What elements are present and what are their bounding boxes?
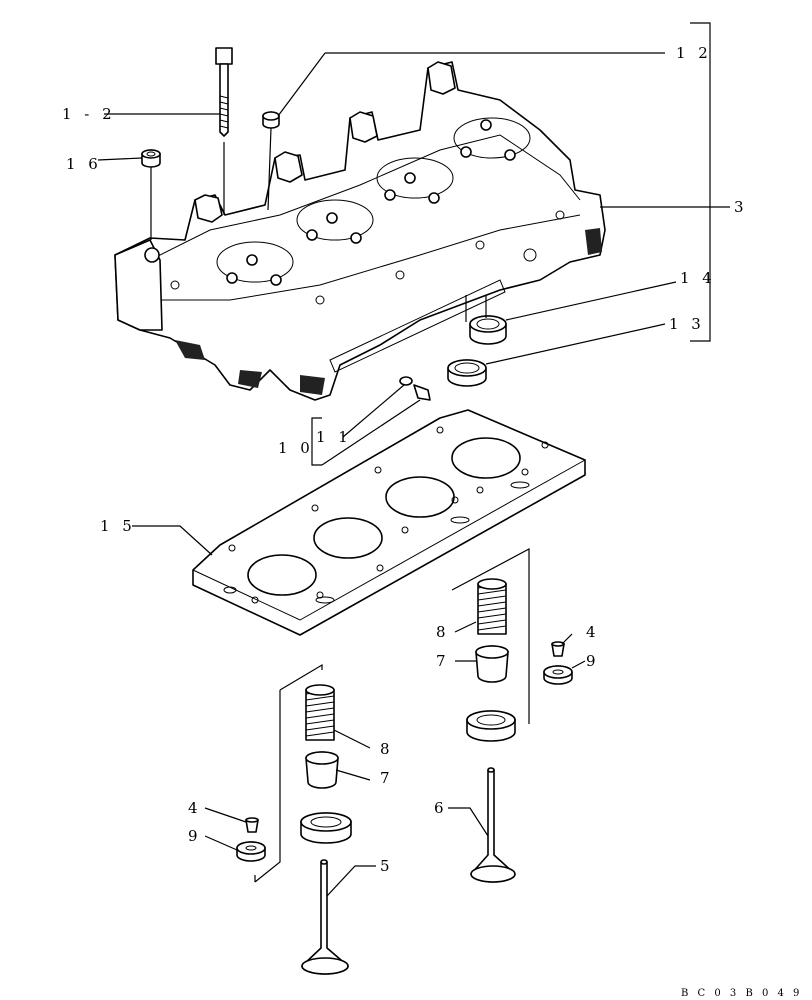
drawing-code: B C 0 3 B 0 4 9: [681, 988, 802, 999]
seal-13: [447, 359, 487, 387]
callout-9-left: 9: [188, 827, 202, 845]
intake-valve-5: [301, 859, 349, 975]
plug-10: [413, 384, 431, 401]
keeper-4-left: [245, 817, 259, 833]
callout-5: 5: [380, 857, 394, 875]
retainer-9-right: [543, 665, 573, 685]
callout-9-right: 9: [586, 652, 600, 670]
seal-ring-right: [466, 710, 516, 742]
exhaust-valve-6: [470, 767, 516, 883]
callout-14: 1 4: [680, 269, 716, 287]
callout-3: 3: [734, 198, 748, 216]
callout-13: 1 3: [669, 315, 705, 333]
callout-12: 1 2: [676, 44, 712, 62]
seat-7-right: [475, 645, 509, 683]
callout-10: 1 0: [278, 439, 314, 457]
callout-11: 1 1: [316, 428, 352, 446]
callout-6: 6: [434, 799, 448, 817]
seat-7-left: [305, 751, 339, 789]
callout-8-left: 8: [380, 740, 394, 758]
callout-7-right: 7: [436, 652, 450, 670]
spring-right: [477, 578, 507, 635]
callout-1-2: 1 - 2: [62, 105, 116, 123]
callout-15: 1 5: [100, 517, 136, 535]
washer-11: [399, 376, 413, 386]
seal-14: [469, 315, 507, 345]
plug-16: [141, 149, 161, 168]
cylinder-head: [114, 61, 606, 401]
plug-12: [262, 111, 280, 129]
seal-ring-left: [300, 812, 352, 844]
callout-8-right: 8: [436, 623, 450, 641]
head-gasket: [192, 409, 586, 636]
callout-4-left: 4: [188, 799, 202, 817]
retainer-9-left: [236, 841, 266, 862]
callout-7-left: 7: [380, 769, 394, 787]
callout-4-right: 4: [586, 623, 600, 641]
keeper-4-right: [551, 641, 565, 657]
callout-16: 1 6: [66, 155, 102, 173]
spring-left: [305, 684, 335, 741]
head-bolt: [215, 47, 233, 137]
